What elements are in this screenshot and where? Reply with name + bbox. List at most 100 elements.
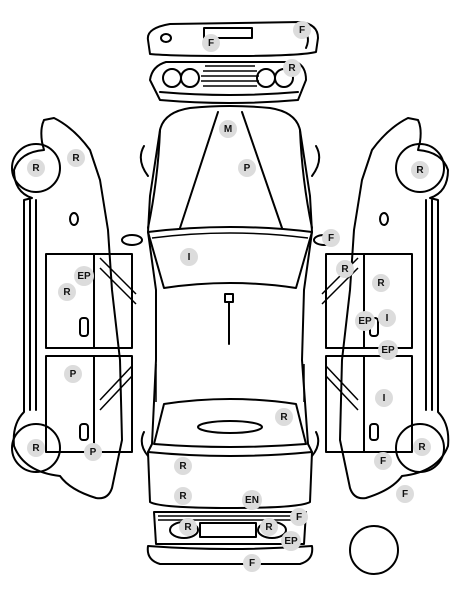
marker-rear-panel-left: R <box>179 518 197 536</box>
rear-bumper <box>146 545 314 565</box>
marker-badge <box>378 309 396 327</box>
marker-label: I <box>386 313 389 324</box>
marker-badge <box>378 340 398 360</box>
marker-label: F <box>402 489 408 500</box>
marker-badge <box>179 518 197 536</box>
marker-badge <box>355 311 375 331</box>
marker-left-front-wheel: R <box>27 159 45 177</box>
marker-label: EN <box>245 495 259 506</box>
marker-hood-top: M <box>219 120 237 138</box>
marker-badge <box>84 443 102 461</box>
marker-badge <box>202 34 220 52</box>
marker-left-rear-wheel: R <box>27 439 45 457</box>
marker-badge <box>322 229 340 247</box>
marker-badge <box>58 283 76 301</box>
marker-label: R <box>377 278 385 289</box>
marker-left-rear-door: P <box>64 365 82 383</box>
marker-label: P <box>90 447 97 458</box>
left-side-view <box>11 117 137 500</box>
marker-badge <box>372 274 390 292</box>
marker-badge <box>238 159 256 177</box>
marker-windshield: I <box>180 248 198 266</box>
marker-badge <box>74 266 94 286</box>
marker-label: F <box>380 456 386 467</box>
marker-badge <box>283 59 301 77</box>
front-grille <box>149 61 307 104</box>
marker-badge <box>180 248 198 266</box>
marker-badge <box>243 554 261 572</box>
marker-label: R <box>280 412 288 423</box>
marker-badge <box>336 260 354 278</box>
marker-label: R <box>288 63 296 74</box>
marker-trunk-upper: R <box>174 457 192 475</box>
car-body <box>121 105 335 509</box>
marker-trunk-lower: R <box>174 487 192 505</box>
marker-right-rear-corner: F <box>396 485 414 503</box>
marker-badge <box>290 508 308 526</box>
marker-rear-panel-right: R <box>260 518 278 536</box>
marker-right-rear-wheel: R <box>413 438 431 456</box>
marker-right-a-pillar: R <box>336 260 354 278</box>
marker-hood-mid: P <box>238 159 256 177</box>
marker-right-rear-door: I <box>375 389 393 407</box>
marker-right-front-wheel: R <box>411 161 429 179</box>
marker-label: R <box>32 163 40 174</box>
marker-right-front-door-a: R <box>372 274 390 292</box>
marker-label: R <box>63 287 71 298</box>
marker-badge <box>293 21 311 39</box>
marker-label: P <box>244 163 251 174</box>
marker-badge <box>174 487 192 505</box>
marker-front-bumper-left: F <box>202 34 220 52</box>
marker-badge <box>281 531 301 551</box>
marker-label: P <box>70 369 77 380</box>
marker-front-bumper-right: F <box>293 21 311 39</box>
marker-badge <box>27 159 45 177</box>
marker-mirror-right: F <box>322 229 340 247</box>
marker-badge <box>275 408 293 426</box>
marker-right-rear-fender: F <box>374 452 392 470</box>
marker-label: F <box>208 38 214 49</box>
marker-label: R <box>265 522 273 533</box>
marker-label: EP <box>358 316 372 327</box>
front-bumper <box>146 21 319 57</box>
marker-left-front-door-a: EP <box>74 266 94 286</box>
right-side-view <box>321 117 450 500</box>
marker-label: R <box>184 522 192 533</box>
marker-label: I <box>383 393 386 404</box>
marker-badge <box>374 452 392 470</box>
marker-label: R <box>32 443 40 454</box>
marker-label: F <box>328 233 334 244</box>
marker-label: F <box>296 512 302 523</box>
marker-right-front-door-b: EP <box>355 311 375 331</box>
marker-trunk-center: EN <box>242 490 262 510</box>
marker-rear-panel-ep: EP <box>281 531 301 551</box>
marker-left-rear-sill: P <box>84 443 102 461</box>
marker-badge <box>174 457 192 475</box>
marker-badge <box>396 485 414 503</box>
marker-label: EP <box>381 345 395 356</box>
marker-label: R <box>72 153 80 164</box>
marker-rear-window: R <box>275 408 293 426</box>
marker-left-front-fender: R <box>67 149 85 167</box>
marker-badge <box>219 120 237 138</box>
marker-label: R <box>341 264 349 275</box>
marker-label: M <box>224 124 232 135</box>
marker-right-front-door-c: I <box>378 309 396 327</box>
marker-rear-panel-corner: F <box>290 508 308 526</box>
marker-badge <box>64 365 82 383</box>
marker-badge <box>242 490 262 510</box>
marker-left-front-door-b: R <box>58 283 76 301</box>
marker-badge <box>260 518 278 536</box>
marker-label: EP <box>284 536 298 547</box>
marker-badge <box>375 389 393 407</box>
marker-label: EP <box>77 271 91 282</box>
marker-label: R <box>179 491 187 502</box>
marker-label: R <box>418 442 426 453</box>
spare-wheel <box>349 525 399 575</box>
marker-label: R <box>179 461 187 472</box>
marker-badge <box>67 149 85 167</box>
marker-grille: R <box>283 59 301 77</box>
